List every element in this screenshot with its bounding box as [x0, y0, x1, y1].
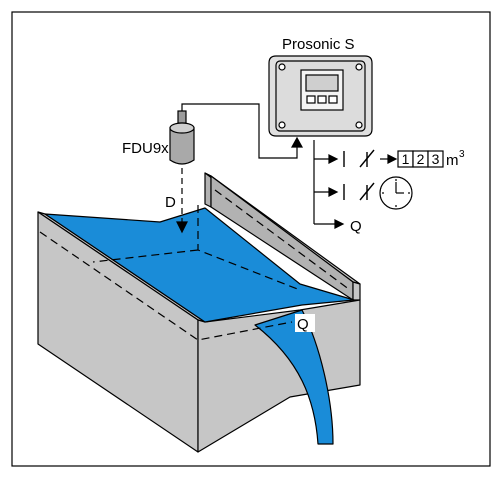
transmitter-housing	[268, 55, 373, 137]
distance-arrow	[176, 168, 188, 234]
display-key-3	[328, 95, 338, 104]
ultrasonic-sensor	[169, 110, 195, 165]
sensor-cable	[181, 103, 304, 159]
sensor-top	[169, 122, 195, 134]
flow-channel-label-box	[295, 314, 315, 332]
dashed-level-line-4	[92, 249, 199, 263]
flow-output-label: Q	[350, 218, 362, 235]
sensor-cable-entry	[177, 110, 187, 124]
counter-digit-2: 2	[417, 151, 425, 167]
counter-digit-3: 3	[432, 151, 440, 167]
display-key-1	[306, 95, 316, 104]
channel-front-right-face	[197, 299, 361, 453]
distance-label: D	[165, 194, 176, 211]
counter-digit-1: 1	[402, 151, 410, 167]
transmitter-label: Prosonic S	[282, 36, 355, 53]
housing-screw-tr	[355, 63, 363, 71]
outflow-stream	[254, 309, 334, 445]
open-channel	[37, 172, 361, 453]
display-screen	[305, 74, 339, 92]
counter-unit: m	[446, 152, 459, 169]
counter-unit-exponent: 3	[459, 149, 465, 160]
counter-arrow	[380, 154, 398, 164]
clock-icon	[379, 176, 413, 210]
housing-screw-bl	[278, 121, 286, 129]
totalizer-counter-icon	[397, 150, 444, 168]
dashed-level-line-2	[214, 189, 351, 291]
relay-switch-icon	[343, 149, 375, 168]
output-lines	[313, 140, 345, 229]
display-key-2	[317, 95, 327, 104]
water-surface	[44, 207, 355, 323]
relay-switch-icon	[343, 182, 375, 201]
flow-channel-label: Q	[297, 316, 309, 333]
housing-screw-tl	[278, 63, 286, 71]
sensor-label: FDU9x	[122, 140, 169, 157]
channel-right-wall	[204, 172, 212, 208]
channel-corner-rim	[352, 281, 361, 301]
housing-screw-br	[355, 121, 363, 129]
